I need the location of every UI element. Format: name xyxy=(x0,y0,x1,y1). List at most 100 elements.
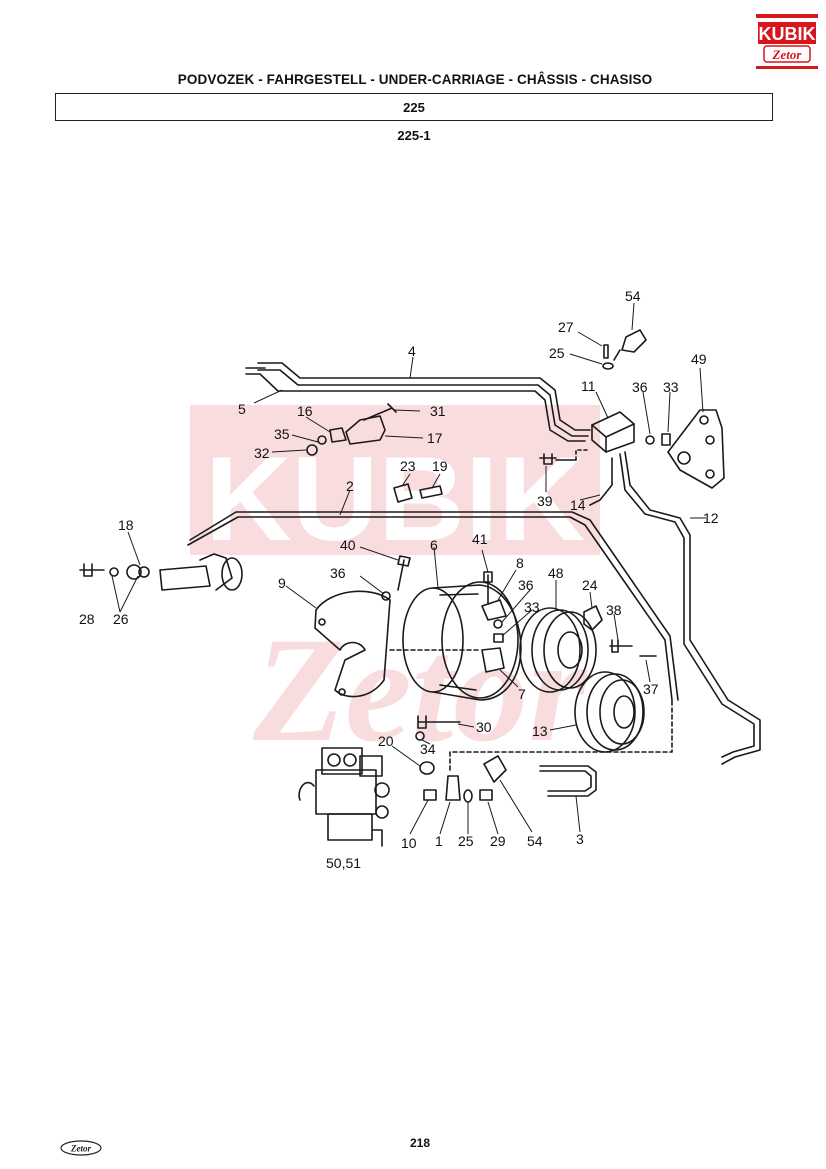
pressure-sensor-54-bottom xyxy=(483,755,507,783)
callout-17: 17 xyxy=(427,430,443,446)
bolt-28 xyxy=(79,563,105,577)
backing-plate-9 xyxy=(314,590,391,698)
watermark-zetor-text: Zetor xyxy=(252,607,588,773)
callout-1: 1 xyxy=(435,833,443,849)
footer-logo-text: Zetor xyxy=(70,1144,91,1154)
callout-36-top: 36 xyxy=(632,379,648,395)
bracket-7 xyxy=(481,647,505,673)
brake-pipe-3 xyxy=(539,765,597,797)
nut-33-top xyxy=(661,433,671,446)
bolt-41 xyxy=(483,571,493,605)
callout-23: 23 xyxy=(400,458,416,474)
clamp-16 xyxy=(329,427,347,443)
callout-32: 32 xyxy=(254,445,270,461)
bolt-31 xyxy=(363,403,397,421)
callout-3: 3 xyxy=(576,831,584,847)
bracket-8 xyxy=(481,599,507,621)
callout-33-top: 33 xyxy=(663,379,679,395)
nut-36-top xyxy=(645,435,655,445)
watermark: KUBIK Zetor xyxy=(190,405,600,773)
page-number: 218 xyxy=(409,1136,431,1150)
callout-9: 9 xyxy=(278,575,286,591)
callout-13: 13 xyxy=(532,723,548,739)
sensor-24 xyxy=(583,605,603,631)
callout-36-mid: 36 xyxy=(518,577,534,593)
callout-25-top: 25 xyxy=(549,345,565,361)
callout-25-bottom: 25 xyxy=(458,833,474,849)
nut-33-lower xyxy=(493,633,504,643)
brake-pipe-14 xyxy=(589,457,613,506)
pulley-13 xyxy=(574,671,645,753)
brake-pipe-12 xyxy=(624,451,761,765)
brake-pipe-4-5 xyxy=(245,362,591,442)
callout-12: 12 xyxy=(703,510,719,526)
zetor-footer-logo: Zetor xyxy=(60,1140,102,1156)
bolt-29 xyxy=(479,789,493,801)
pin-19 xyxy=(419,485,443,499)
callout-5: 5 xyxy=(238,401,246,417)
kubik-zetor-logo: KUBIK Zetor xyxy=(756,14,818,69)
callout-29: 29 xyxy=(490,833,506,849)
page-header-title: PODVOZEK - FAHRGESTELL - UNDER-CARRIAGE … xyxy=(177,72,653,87)
nut-35 xyxy=(317,435,327,445)
bolt-38 xyxy=(609,639,633,653)
washer-34 xyxy=(415,731,425,741)
callout-40: 40 xyxy=(340,537,356,553)
master-cylinder-18 xyxy=(159,565,211,591)
bracket-49 xyxy=(667,409,725,489)
callout-38: 38 xyxy=(606,602,622,618)
washer-25-top xyxy=(602,362,614,370)
callout-6: 6 xyxy=(430,537,438,553)
valve-block-11 xyxy=(591,411,635,453)
callout-16: 16 xyxy=(297,403,313,419)
callout-35: 35 xyxy=(274,426,290,442)
callout-11: 11 xyxy=(581,378,596,394)
callout-30: 30 xyxy=(476,719,492,735)
callout-26: 26 xyxy=(113,611,129,627)
callout-7: 7 xyxy=(518,686,526,702)
washer-20 xyxy=(419,761,435,775)
brake-drum-6 xyxy=(402,581,522,701)
leader-lines xyxy=(111,302,706,835)
callout-49: 49 xyxy=(691,351,707,367)
callout-28: 28 xyxy=(79,611,95,627)
bolt-39 xyxy=(539,453,577,465)
callout-19: 19 xyxy=(432,458,448,474)
callout-36-left: 36 xyxy=(330,565,346,581)
watermark-kubik-text: KUBIK xyxy=(205,432,585,566)
washer-25-bottom xyxy=(463,789,473,803)
callout-4: 4 xyxy=(408,343,416,359)
callout-10: 10 xyxy=(401,835,417,851)
callout-54-top: 54 xyxy=(625,288,641,304)
washer-36-lower xyxy=(493,619,503,629)
section-number: 225 xyxy=(403,99,425,115)
bolt-40 xyxy=(397,555,411,591)
fitting-10 xyxy=(423,789,437,801)
callout-14: 14 xyxy=(570,497,586,513)
callout-24: 24 xyxy=(582,577,598,593)
callout-41: 41 xyxy=(472,531,488,547)
washer-32 xyxy=(306,444,318,456)
nut-36-mid xyxy=(381,591,391,601)
section-number-box: 225 xyxy=(55,93,773,121)
union-1 xyxy=(445,775,461,801)
callout-39: 39 xyxy=(537,493,553,509)
callout-27: 27 xyxy=(558,319,574,335)
callout-54-bottom: 54 xyxy=(527,833,543,849)
logo-zetor-text: Zetor xyxy=(772,47,803,62)
callout-34: 34 xyxy=(420,741,436,757)
callout-31: 31 xyxy=(430,403,446,419)
logo-kubik-text: KUBIK xyxy=(759,24,816,44)
callout-37: 37 xyxy=(643,681,659,697)
pressure-sensor-54 xyxy=(621,329,647,353)
bolt-30 xyxy=(417,715,461,729)
callout-18: 18 xyxy=(118,517,134,533)
subsection-number: 225-1 xyxy=(397,128,431,143)
callout-8: 8 xyxy=(516,555,524,571)
brake-valve-assembly-50-51 xyxy=(298,747,390,847)
clip-23 xyxy=(393,483,413,503)
callout-20: 20 xyxy=(378,733,394,749)
bracket-17 xyxy=(345,415,386,445)
callout-50-51: 50,51 xyxy=(326,855,361,871)
